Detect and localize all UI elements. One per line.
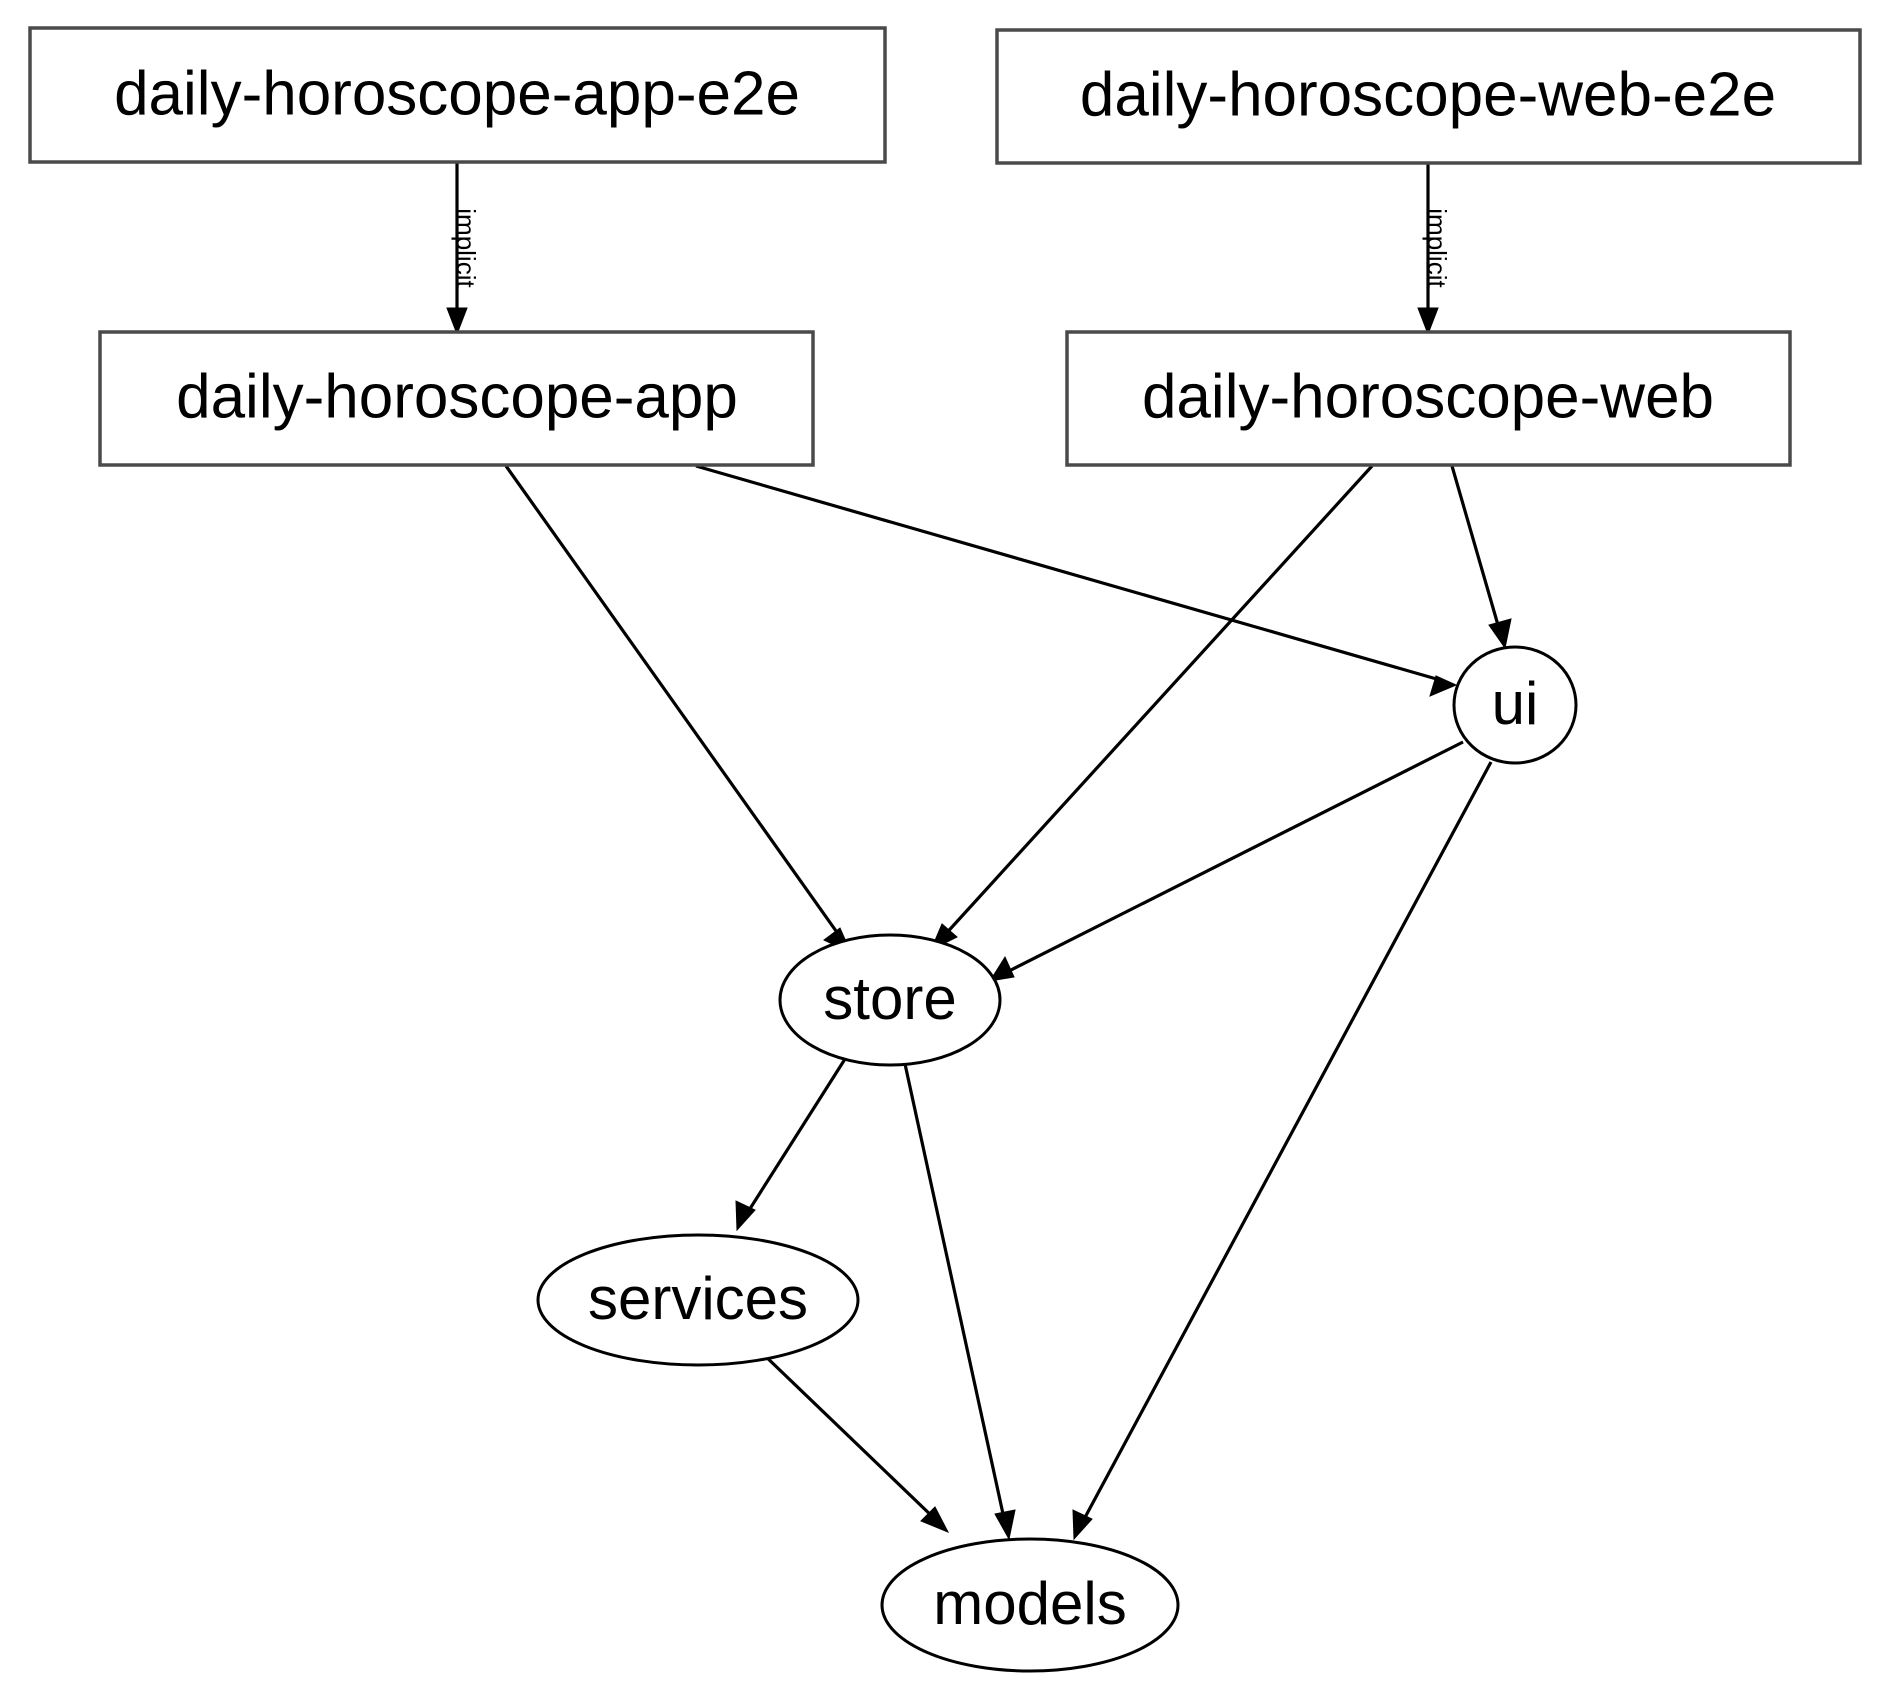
- node-box[interactable]: [98, 330, 815, 467]
- node-daily-horoscope-app-e2e[interactable]: daily-horoscope-app-e2e: [28, 26, 887, 164]
- edge-web-to-store: [930, 464, 1374, 952]
- arrow-head-icon: [1429, 675, 1458, 697]
- edge-store-to-models: [903, 1063, 1016, 1541]
- node-label-daily-horoscope-app: daily-horoscope-app: [176, 362, 738, 431]
- edge-line: [1080, 761, 1493, 1524]
- node-label-daily-horoscope-web-e2e: daily-horoscope-web-e2e: [1080, 60, 1776, 129]
- node-ellipse[interactable]: [536, 1233, 860, 1367]
- arrow-head-icon: [1417, 307, 1439, 336]
- node-ellipse[interactable]: [880, 1537, 1180, 1673]
- edge-web-e2e-to-web: implicit: [1417, 163, 1452, 336]
- edge-app-e2e-to-app: implicit: [446, 162, 481, 336]
- node-label-store: store: [823, 965, 956, 1032]
- node-label-services: services: [588, 1265, 808, 1332]
- edge-line: [1450, 465, 1502, 633]
- arrow-head-icon: [1072, 1509, 1093, 1541]
- edge-app-to-ui: [695, 464, 1458, 697]
- node-models[interactable]: models: [880, 1537, 1180, 1673]
- edge-ui-to-store: [988, 740, 1464, 982]
- edge-label-implicit-web: implicit: [1422, 208, 1452, 288]
- edge-line: [759, 1350, 938, 1522]
- edge-app-to-store: [504, 465, 853, 955]
- edge-line: [1004, 740, 1464, 975]
- edge-label-implicit-app: implicit: [451, 208, 481, 288]
- arrow-head-icon: [735, 1200, 756, 1232]
- node-daily-horoscope-web-e2e[interactable]: daily-horoscope-web-e2e: [995, 28, 1862, 165]
- edge-line: [903, 1063, 1007, 1524]
- node-label-ui: ui: [1492, 670, 1539, 737]
- node-ui[interactable]: ui: [1452, 645, 1578, 765]
- edge-line: [744, 1058, 847, 1216]
- node-store[interactable]: store: [778, 933, 1002, 1067]
- node-ellipse[interactable]: [778, 933, 1002, 1067]
- edge-services-to-models: [759, 1350, 950, 1533]
- arrow-head-icon: [920, 1506, 950, 1533]
- node-label-models: models: [933, 1570, 1126, 1637]
- node-label-daily-horoscope-web: daily-horoscope-web: [1142, 362, 1714, 431]
- node-box[interactable]: [1065, 330, 1792, 467]
- edge-line: [504, 465, 843, 939]
- arrow-head-icon: [1488, 618, 1512, 650]
- node-box[interactable]: [28, 26, 887, 164]
- node-label-daily-horoscope-app-e2e: daily-horoscope-app-e2e: [114, 59, 800, 128]
- node-daily-horoscope-app[interactable]: daily-horoscope-app: [98, 330, 815, 467]
- arrow-head-icon: [988, 955, 1015, 982]
- node-box[interactable]: [995, 28, 1862, 165]
- arrow-head-icon: [994, 1509, 1016, 1541]
- node-ellipse[interactable]: [1452, 645, 1578, 765]
- edge-line: [940, 464, 1374, 940]
- arrow-head-icon: [446, 307, 468, 336]
- edge-line: [695, 464, 1441, 682]
- node-daily-horoscope-web[interactable]: daily-horoscope-web: [1065, 330, 1792, 467]
- edge-web-to-ui: [1450, 465, 1512, 650]
- node-services[interactable]: services: [536, 1233, 860, 1367]
- edge-store-to-services: [735, 1058, 847, 1232]
- edge-ui-to-models: [1072, 761, 1493, 1541]
